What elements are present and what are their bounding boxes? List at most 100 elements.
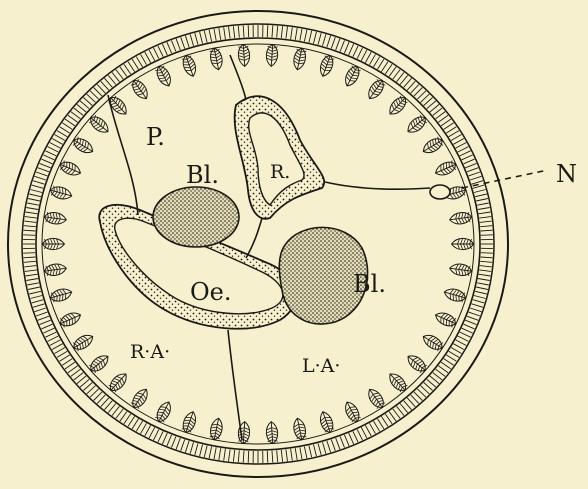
wall-striation [29, 194, 41, 197]
wall-striation [57, 131, 67, 137]
wall-striation [33, 181, 45, 185]
wall-striation [467, 316, 478, 320]
wall-striation [104, 401, 112, 410]
wall-striation [24, 261, 36, 262]
tuft [318, 54, 336, 79]
wall-striation [475, 194, 487, 197]
wall-striation [300, 447, 302, 459]
wall-striation [32, 185, 44, 188]
wall-striation [181, 440, 185, 451]
tuft [266, 421, 279, 444]
wall-striation [181, 37, 185, 48]
wall-striation [472, 304, 484, 308]
wall-striation [154, 429, 159, 440]
wall-striation [30, 296, 42, 299]
wall-striation [473, 300, 485, 303]
wall-striation [55, 135, 65, 141]
wall-striation [304, 30, 307, 42]
wall-striation [62, 359, 72, 366]
wall-striation [167, 42, 172, 53]
wall-striation [60, 127, 70, 133]
wall-striation [378, 59, 384, 69]
tuft [292, 47, 307, 71]
wall-striation [433, 373, 442, 380]
wall-striation [26, 212, 38, 214]
wall-striation [136, 57, 142, 67]
wall-striation [45, 332, 56, 337]
wall-striation [477, 283, 489, 285]
wall-striation [52, 139, 63, 145]
wall-striation [77, 104, 86, 112]
wall-striation [36, 312, 47, 316]
wall-striation [185, 36, 189, 47]
wall-striation [340, 437, 344, 448]
wall-striation [141, 54, 147, 64]
wall-striation [357, 48, 362, 59]
wall-striation [438, 366, 448, 373]
wall-striation [25, 270, 37, 272]
wall-striation [48, 147, 59, 152]
wall-striation [141, 423, 147, 433]
wall-striation [71, 112, 81, 119]
wall-striation [444, 123, 454, 130]
wall-striation [35, 308, 46, 312]
wall-striation [224, 449, 226, 461]
tuft [49, 185, 73, 202]
wall-striation [128, 416, 135, 426]
wall-striation [349, 44, 354, 55]
wall-striation [451, 348, 461, 354]
tuft [181, 410, 199, 435]
wall-striation [397, 406, 405, 415]
wall-striation [389, 412, 396, 422]
tuft [452, 238, 474, 249]
label-bl-upper: Bl. [186, 161, 219, 189]
wall-striation [60, 355, 70, 361]
wall-striation [204, 446, 207, 458]
wall-striation [323, 442, 326, 454]
wall-striation [456, 340, 467, 346]
wall-striation [28, 287, 40, 290]
wall-striation [436, 112, 446, 119]
wall-striation [24, 266, 36, 267]
wall-striation [124, 64, 131, 74]
wall-striation [45, 151, 56, 156]
wall-striation [433, 108, 442, 115]
wall-striation [314, 32, 317, 44]
wall-striation [309, 446, 312, 458]
wall-striation [195, 443, 198, 455]
wall-striation [480, 266, 492, 267]
tuft [44, 211, 67, 225]
wall-striation [167, 435, 172, 446]
wall-striation [460, 332, 471, 337]
wall-striation [458, 147, 469, 152]
wall-striation [209, 447, 212, 459]
wall-striation [27, 203, 39, 205]
wall-striation [162, 433, 167, 444]
label-ra: R·A· [130, 341, 170, 363]
wall-striation [132, 59, 138, 69]
wall-striation [340, 40, 344, 51]
wall-striation [453, 139, 464, 145]
wall-striation [453, 344, 464, 350]
wall-striation [309, 31, 312, 43]
wall-striation [286, 449, 288, 461]
wall-striation [430, 376, 439, 384]
wall-striation [176, 438, 180, 449]
wall-striation [214, 447, 216, 459]
wall-striation [286, 27, 288, 39]
wall-striation [120, 412, 127, 422]
wall-striation [277, 26, 278, 38]
wall-striation [62, 123, 72, 130]
wall-striation [28, 199, 40, 202]
wall-striation [441, 362, 451, 369]
wall-striation [385, 414, 392, 424]
tuft [181, 54, 199, 79]
wall-striation [68, 366, 78, 373]
wall-striation [458, 336, 469, 341]
wall-striation [52, 344, 63, 350]
wall-striation [145, 52, 151, 63]
wall-striation [477, 203, 489, 205]
wall-striation [112, 72, 120, 81]
wall-striation [272, 25, 273, 37]
wall-striation [295, 448, 297, 460]
